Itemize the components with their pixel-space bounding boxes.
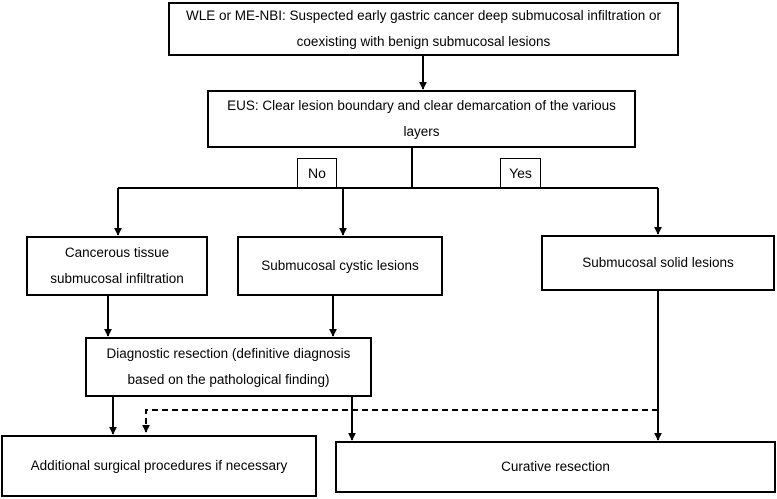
yes-label: Yes [500, 158, 541, 188]
eus-box: EUS: Clear lesion boundary and clear dem… [207, 90, 636, 148]
solid-lesions-text: Submucosal solid lesions [582, 255, 734, 270]
no-label: No [297, 158, 337, 188]
diagnostic-resection-box: Diagnostic resection (definitive diagnos… [85, 337, 372, 397]
cancerous-tissue-box: Cancerous tissue submucosal infiltration [26, 236, 208, 296]
curative-resection-box: Curative resection [335, 441, 776, 493]
dashed-arrow-solid-to-surgical [142, 409, 658, 433]
solid-lesions-box: Submucosal solid lesions [541, 235, 775, 291]
cancerous-tissue-text: Cancerous tissue submucosal infiltration [50, 245, 184, 286]
cystic-lesions-box: Submucosal cystic lesions [237, 236, 443, 296]
wle-suspicion-text: WLE or ME-NBI: Suspected early gastric c… [186, 8, 661, 49]
curative-resection-text: Curative resection [501, 459, 610, 474]
wle-suspicion-box: WLE or ME-NBI: Suspected early gastric c… [168, 2, 679, 56]
diagnostic-resection-text: Diagnostic resection (definitive diagnos… [106, 346, 351, 387]
cystic-lesions-text: Submucosal cystic lesions [261, 258, 419, 273]
surgical-procedures-box: Additional surgical procedures if necess… [1, 435, 317, 497]
eus-text: EUS: Clear lesion boundary and clear dem… [227, 98, 616, 139]
surgical-procedures-text: Additional surgical procedures if necess… [30, 458, 288, 473]
